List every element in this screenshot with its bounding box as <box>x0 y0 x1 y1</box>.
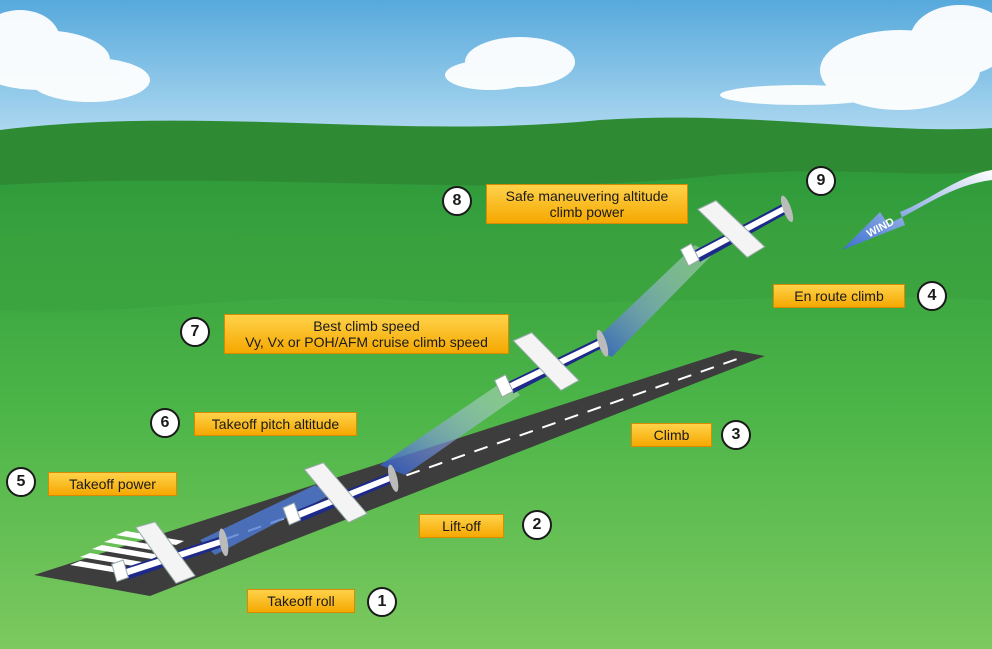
aircraft-3 <box>494 329 609 398</box>
step-number-5: 5 <box>6 467 36 497</box>
step-number-6: 6 <box>150 408 180 438</box>
flight-path-climb-1 <box>380 380 520 475</box>
step-number-4: 4 <box>917 281 947 311</box>
step-number-7: 7 <box>180 317 210 347</box>
flight-path-ground <box>200 485 330 555</box>
step-number-9: 9 <box>806 166 836 196</box>
clouds <box>0 5 992 110</box>
label-best-climb-speed: Best climb speed Vy, Vx or POH/AFM cruis… <box>224 314 509 354</box>
step-number-8: 8 <box>442 186 472 216</box>
step-number-2: 2 <box>522 510 552 540</box>
label-en-route-climb: En route climb <box>773 284 905 308</box>
wind-arrow-icon <box>842 170 992 250</box>
label-safe-maneuvering-altitude: Safe maneuvering altitude climb power <box>486 184 688 224</box>
aircraft-2 <box>282 462 399 526</box>
label-lift-off: Lift-off <box>419 514 504 538</box>
label-takeoff-pitch-altitude: Takeoff pitch altitude <box>194 412 357 436</box>
label-takeoff-roll: Takeoff roll <box>247 589 355 613</box>
label-takeoff-power: Takeoff power <box>48 472 177 496</box>
step-number-1: 1 <box>367 587 397 617</box>
label-climb: Climb <box>631 423 712 447</box>
aircraft-4 <box>679 195 794 267</box>
step-number-3: 3 <box>721 420 751 450</box>
flight-path-climb-2 <box>590 245 712 357</box>
aircraft-1 <box>111 521 229 584</box>
